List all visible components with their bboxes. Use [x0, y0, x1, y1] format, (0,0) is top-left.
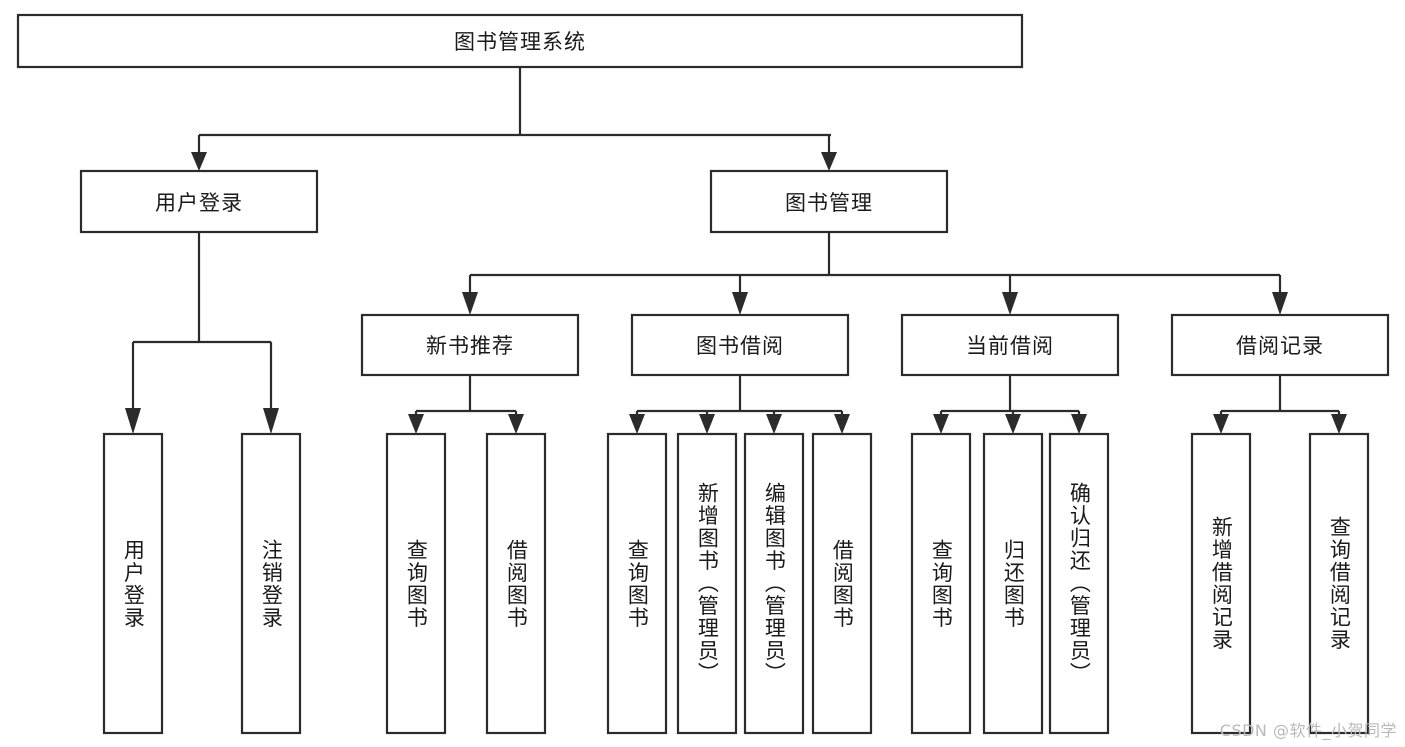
node-box-leaf-query-book-cur[interactable]	[910, 432, 972, 735]
connector-layer	[125, 67, 1347, 434]
arrowhead-leaf-query-book-rec	[408, 414, 424, 434]
arrowhead-leaf-query-book-cur	[933, 414, 949, 434]
arrowhead-leaf-add-book-admin	[699, 414, 715, 434]
node-box-leaf-logout[interactable]	[240, 432, 302, 735]
node-box-leaf-borrow-book[interactable]	[811, 432, 873, 735]
arrowhead-leaf-add-borrow-record	[1213, 414, 1229, 434]
node-box-book-management[interactable]	[709, 169, 949, 234]
arrowhead-leaf-edit-book-admin	[766, 414, 782, 434]
node-box-leaf-query-book-rec[interactable]	[385, 432, 447, 735]
arrowhead-leaf-borrow-book-rec	[508, 414, 524, 434]
node-box-current-borrow[interactable]	[900, 313, 1120, 377]
arrowhead-book-management	[821, 152, 837, 171]
arrowhead-leaf-borrow-book	[834, 414, 850, 434]
node-box-leaf-user-login[interactable]	[102, 432, 164, 735]
node-box-leaf-borrow-book-rec[interactable]	[485, 432, 547, 735]
node-box-layer	[16, 13, 1390, 735]
node-box-leaf-query-book-borrow[interactable]	[606, 432, 668, 735]
arrowhead-borrow-records	[1272, 292, 1288, 315]
arrowhead-current-borrow	[1002, 292, 1018, 315]
node-box-root[interactable]	[16, 13, 1024, 69]
node-box-borrow-records[interactable]	[1170, 313, 1390, 377]
node-box-leaf-add-borrow-record[interactable]	[1190, 432, 1252, 735]
arrowhead-book-borrow	[732, 292, 748, 315]
arrowhead-new-book-recommend	[462, 292, 478, 315]
node-box-user-login[interactable]	[79, 169, 319, 234]
node-box-leaf-confirm-return-admin[interactable]	[1048, 432, 1110, 735]
node-box-book-borrow[interactable]	[630, 313, 850, 377]
arrowhead-leaf-confirm-return-admin	[1071, 414, 1087, 434]
arrowhead-leaf-return-book	[1005, 414, 1021, 434]
arrowhead-leaf-query-book-borrow	[629, 414, 645, 434]
arrowhead-leaf-user-login	[125, 408, 141, 434]
arrowhead-leaf-query-borrow-record	[1331, 414, 1347, 434]
arrowhead-user-login	[191, 152, 207, 171]
node-box-leaf-edit-book-admin[interactable]	[743, 432, 805, 735]
arrowhead-leaf-logout	[263, 408, 279, 434]
node-box-leaf-add-book-admin[interactable]	[676, 432, 738, 735]
node-box-leaf-return-book[interactable]	[982, 432, 1044, 735]
node-box-leaf-query-borrow-record[interactable]	[1308, 432, 1370, 735]
node-box-new-book-recommend[interactable]	[360, 313, 580, 377]
